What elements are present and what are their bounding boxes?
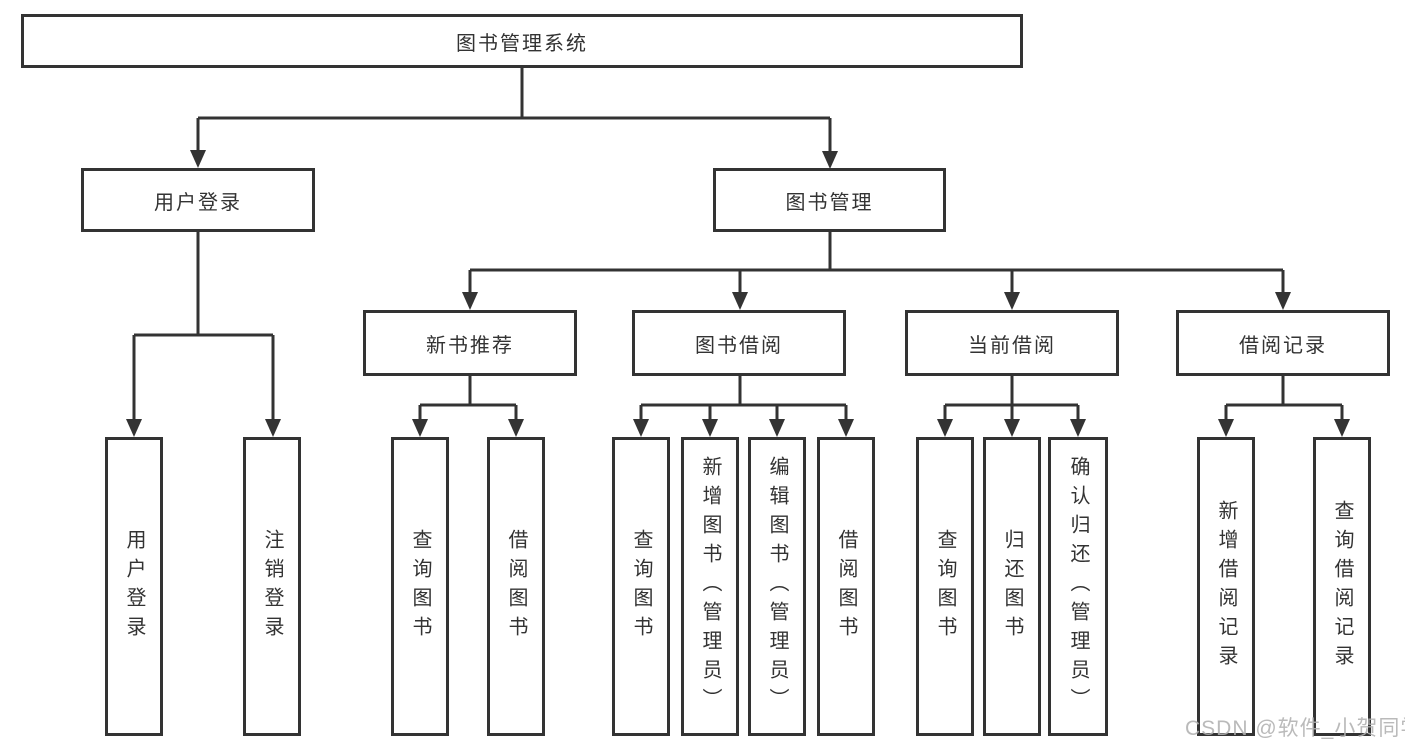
leaf-borrow-books: 借阅图书 [817,437,875,736]
leaf-query-books-recommend: 查询图书 [391,437,449,736]
node-book-borrow: 图书借阅 [632,310,846,376]
leaf-query-borrow-record: 查询借阅记录 [1313,437,1371,736]
node-user-login: 用户登录 [81,168,315,232]
leaf-confirm-return-admin: 确认归还（管理员） [1048,437,1108,736]
leaf-user-login: 用户登录 [105,437,163,736]
node-new-book-recommend: 新书推荐 [363,310,577,376]
leaf-logout: 注销登录 [243,437,301,736]
node-borrow-records: 借阅记录 [1176,310,1390,376]
node-root: 图书管理系统 [21,14,1023,68]
leaf-add-book-admin: 新增图书（管理员） [681,437,739,736]
arrowheads [126,150,1350,437]
leaf-add-borrow-record: 新增借阅记录 [1197,437,1255,736]
node-book-management: 图书管理 [713,168,946,232]
node-current-borrow: 当前借阅 [905,310,1119,376]
leaf-borrow-books-recommend: 借阅图书 [487,437,545,736]
leaf-query-books-borrow: 查询图书 [612,437,670,736]
leaf-return-book: 归还图书 [983,437,1041,736]
leaf-edit-book-admin: 编辑图书（管理员） [748,437,806,736]
leaf-query-books-current: 查询图书 [916,437,974,736]
